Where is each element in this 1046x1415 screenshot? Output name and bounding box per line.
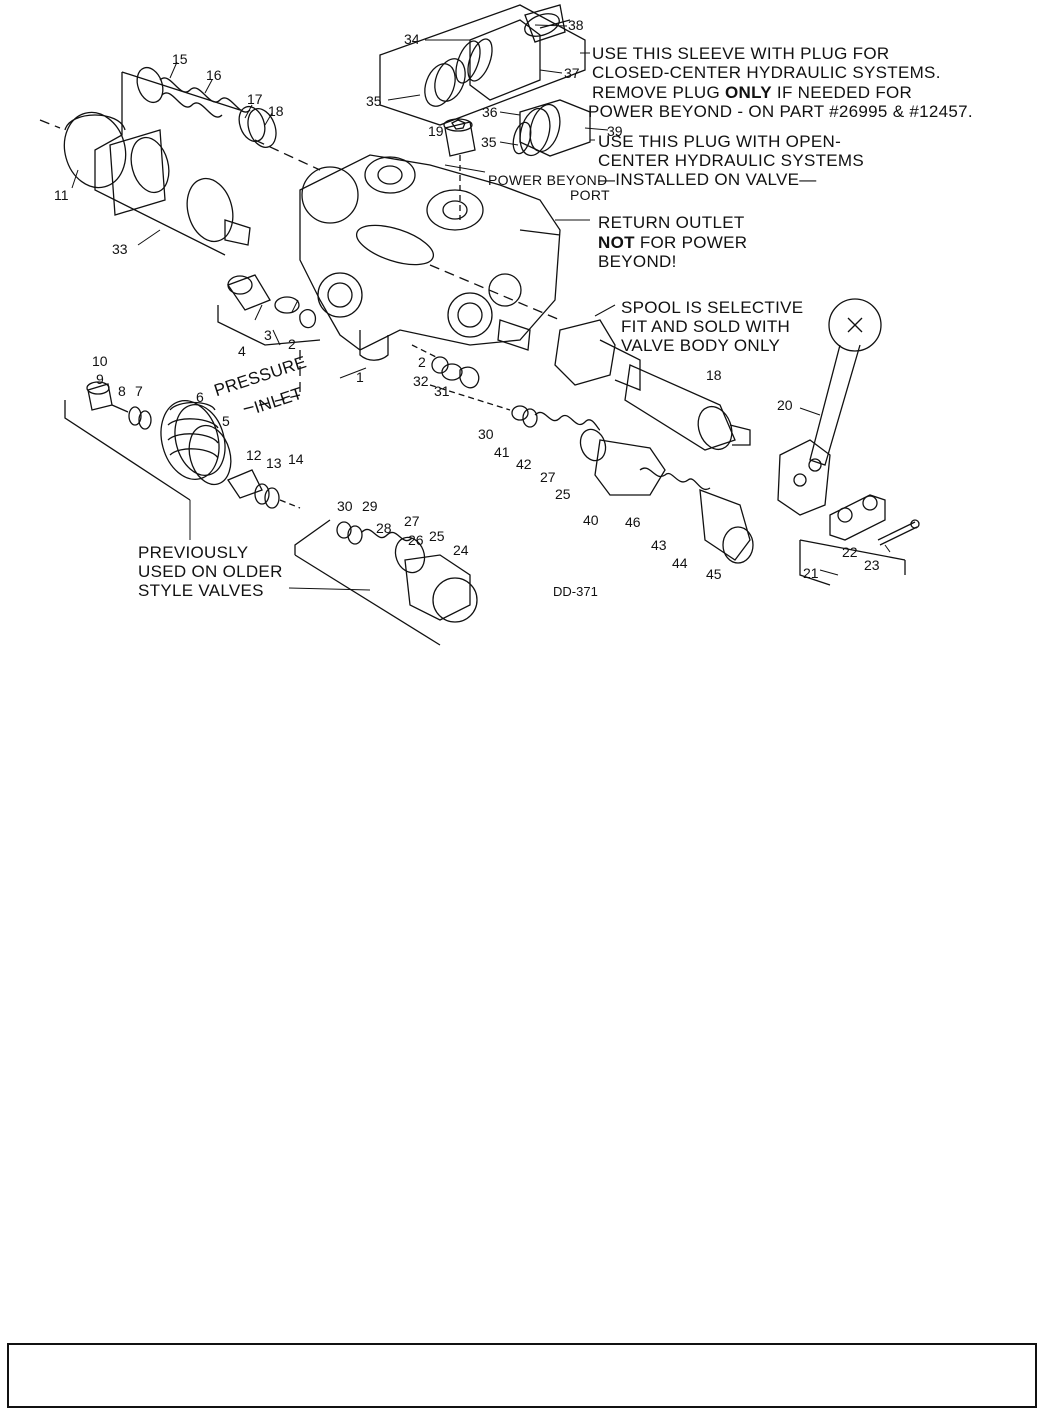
part-number-7: 7	[135, 383, 143, 399]
part-number-19: 19	[428, 123, 444, 139]
part-number-13: 13	[266, 455, 282, 471]
part-number-27-middle: 27	[540, 469, 556, 485]
part-number-28: 28	[376, 520, 392, 536]
part-number-35-top: 35	[366, 93, 382, 109]
part-number-4: 4	[238, 343, 246, 359]
note-previously-line3: STYLE VALVES	[138, 581, 264, 600]
part-number-30-older: 30	[337, 498, 353, 514]
note-plug-line2: CENTER HYDRAULIC SYSTEMS	[598, 151, 865, 170]
exploded-valve-diagram: USE THIS SLEEVE WITH PLUG FOR CLOSED-CEN…	[0, 0, 1046, 660]
part-number-37: 37	[564, 65, 580, 81]
part-number-40: 40	[583, 512, 599, 528]
part-number-21: 21	[803, 565, 819, 581]
note-previously-line2: USED ON OLDER	[138, 562, 283, 581]
part-number-18-top: 18	[268, 103, 284, 119]
part-number-30-middle: 30	[478, 426, 494, 442]
note-sleeve-line2: CLOSED-CENTER HYDRAULIC SYSTEMS.	[592, 63, 941, 82]
middle-small-parts-drawing	[411, 344, 480, 389]
part-number-8: 8	[118, 383, 126, 399]
note-power-beyond-line2: PORT	[570, 187, 610, 203]
part-number-5: 5	[222, 413, 230, 429]
part-number-32: 32	[413, 373, 429, 389]
spool-drawing	[429, 264, 751, 451]
note-sleeve-line3-c: IF NEEDED FOR	[771, 83, 913, 102]
part-number-45: 45	[706, 566, 722, 582]
note-return-line2: NOT FOR POWER	[598, 233, 748, 252]
note-plug-line1: USE THIS PLUG WITH OPEN-	[598, 132, 842, 151]
check-assembly-drawing	[217, 274, 321, 346]
lower-left-assembly-drawing	[64, 350, 301, 509]
part-number-46: 46	[625, 514, 641, 530]
part-number-12: 12	[246, 447, 262, 463]
part-number-1: 1	[356, 369, 364, 385]
part-number-29: 29	[362, 498, 378, 514]
note-previously-line1: PREVIOUSLY	[138, 543, 249, 562]
part-number-31: 31	[434, 383, 450, 399]
valve-drawing	[39, 4, 920, 646]
note-sleeve-line3: REMOVE PLUG ONLY IF NEEDED FOR	[592, 83, 913, 102]
note-spool-line3: VALVE BODY ONLY	[621, 336, 781, 355]
part-number-41: 41	[494, 444, 510, 460]
drawing-code: DD-371	[553, 584, 598, 599]
note-plug-line3: —INSTALLED ON VALVE—	[598, 170, 817, 189]
note-spool-line2: FIT AND SOLD WITH	[621, 317, 791, 336]
part-number-20: 20	[777, 397, 793, 413]
part-number-39: 39	[607, 123, 623, 139]
sleeve-assembly-drawing	[379, 4, 586, 126]
part-number-9: 9	[96, 371, 104, 387]
note-return-line2-b: FOR POWER	[634, 233, 748, 252]
part-number-25-older: 25	[429, 528, 445, 544]
part-number-26: 26	[408, 532, 424, 548]
handle-drawing	[777, 298, 882, 516]
part-number-33: 33	[112, 241, 128, 257]
part-number-43: 43	[651, 537, 667, 553]
part-number-22: 22	[842, 544, 858, 560]
part-number-2-middle: 2	[418, 354, 426, 370]
part-number-42: 42	[516, 456, 532, 472]
part-number-38: 38	[568, 17, 584, 33]
part-number-2-upper: 2	[288, 336, 296, 352]
note-power-beyond-line1: POWER BEYOND	[488, 172, 608, 188]
older-style-assembly-drawing	[294, 519, 478, 646]
part-number-23: 23	[864, 557, 880, 573]
link-drawing	[799, 494, 920, 586]
part-number-11: 11	[54, 187, 69, 203]
relief-assembly-drawing	[39, 66, 321, 256]
part-number-15: 15	[172, 51, 188, 67]
part-number-36: 36	[482, 104, 498, 120]
note-sleeve-line1: USE THIS SLEEVE WITH PLUG FOR	[592, 44, 890, 63]
leader-lines	[71, 24, 891, 591]
part-number-24: 24	[453, 542, 469, 558]
part-number-35-lower: 35	[481, 134, 497, 150]
note-spool-line1: SPOOL IS SELECTIVE	[621, 298, 804, 317]
note-sleeve-line4: POWER BEYOND - ON PART #26995 & #12457.	[588, 102, 973, 121]
lower-relief-assembly-drawing	[429, 384, 754, 564]
note-return-emphasis: NOT	[598, 233, 635, 252]
part-number-34: 34	[404, 31, 420, 47]
part-number-3: 3	[264, 327, 272, 343]
part-number-10: 10	[92, 353, 108, 369]
part-number-16: 16	[206, 67, 222, 83]
footer-box	[7, 1343, 1037, 1408]
part-number-18-spool: 18	[706, 367, 722, 383]
part-number-44: 44	[672, 555, 688, 571]
note-sleeve-line3-emphasis: ONLY	[725, 83, 772, 102]
part-number-6: 6	[196, 389, 204, 405]
part-number-14: 14	[288, 451, 304, 467]
note-return-line3: BEYOND!	[598, 252, 677, 271]
note-return-line1: RETURN OUTLET	[598, 213, 745, 232]
note-sleeve-line3-a: REMOVE PLUG	[592, 83, 726, 102]
plug-39-drawing	[512, 99, 591, 157]
part-number-17: 17	[247, 91, 263, 107]
part-number-27-older: 27	[404, 513, 420, 529]
plug-19-drawing	[443, 118, 476, 220]
part-number-25-middle: 25	[555, 486, 571, 502]
